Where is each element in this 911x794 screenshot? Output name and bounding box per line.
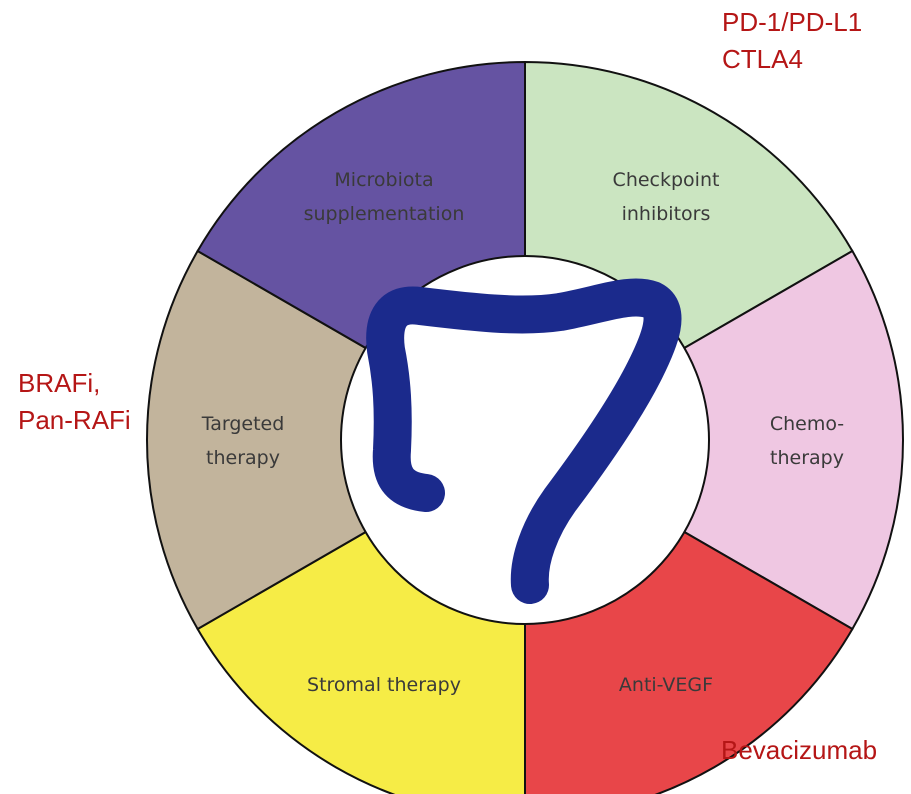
segment-label-checkpoint: inhibitors <box>622 203 711 225</box>
segment-label-stromal-therapy: Stromal therapy <box>307 674 461 696</box>
checkpoint-annotation: PD-1/PD-L1 CTLA4 <box>722 4 862 78</box>
segment-label-chemotherapy: Chemo- <box>770 413 844 435</box>
targeted-annotation: BRAFi, Pan-RAFi <box>18 365 131 439</box>
targeted-annotation-line: BRAFi, <box>18 365 131 402</box>
segment-label-anti-vegf: Anti-VEGF <box>619 674 713 696</box>
antivegf-annotation-line: Bevacizumab <box>721 732 877 769</box>
segment-label-microbiota: Microbiota <box>334 169 433 191</box>
segment-label-microbiota: supplementation <box>304 203 465 225</box>
checkpoint-annotation-line: PD-1/PD-L1 <box>722 4 862 41</box>
segment-label-checkpoint: Checkpoint <box>613 169 720 191</box>
segment-label-targeted-therapy: Targeted <box>201 413 285 435</box>
segment-label-chemotherapy: therapy <box>770 447 844 469</box>
segment-label-targeted-therapy: therapy <box>206 447 280 469</box>
antivegf-annotation: Bevacizumab <box>721 732 877 769</box>
targeted-annotation-line: Pan-RAFi <box>18 402 131 439</box>
checkpoint-annotation-line: CTLA4 <box>722 41 862 78</box>
